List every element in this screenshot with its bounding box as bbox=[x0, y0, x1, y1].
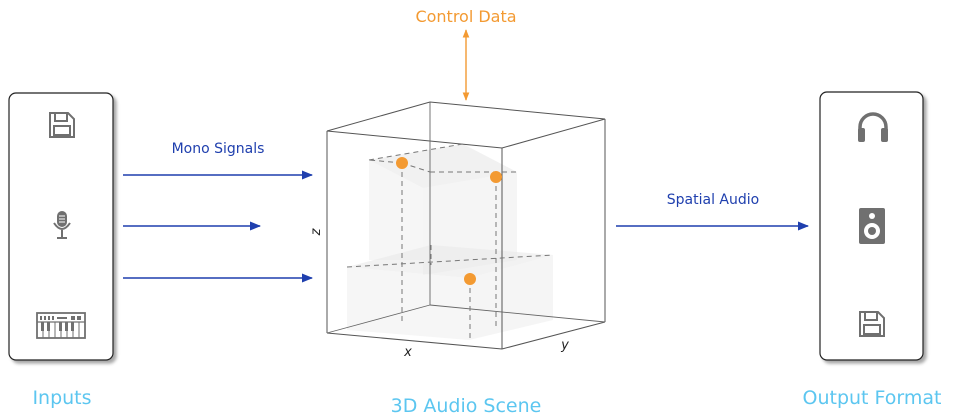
mono-signals-label: Mono Signals bbox=[172, 141, 265, 157]
axis-z-label: z bbox=[309, 227, 324, 236]
axis-x-label: x bbox=[403, 345, 412, 360]
floppy-disk-icon bbox=[49, 112, 75, 138]
axis-y-label: y bbox=[560, 338, 569, 353]
floppy-disk-icon bbox=[859, 311, 885, 337]
control-data-label: Control Data bbox=[415, 7, 516, 26]
microphone-icon bbox=[53, 211, 71, 239]
speaker-icon bbox=[859, 208, 885, 244]
sound-source-2 bbox=[490, 171, 502, 183]
spatial-audio-label: Spatial Audio bbox=[667, 192, 759, 208]
inputs-caption: Inputs bbox=[32, 387, 91, 409]
scene-caption: 3D Audio Scene bbox=[391, 395, 542, 417]
sound-source-3 bbox=[464, 273, 476, 285]
sound-source-1 bbox=[396, 157, 408, 169]
audio-scene-cube bbox=[326, 101, 606, 350]
output-format-caption: Output Format bbox=[803, 387, 942, 409]
headphones-icon bbox=[858, 112, 888, 142]
keyboard-synth-icon bbox=[36, 312, 86, 339]
